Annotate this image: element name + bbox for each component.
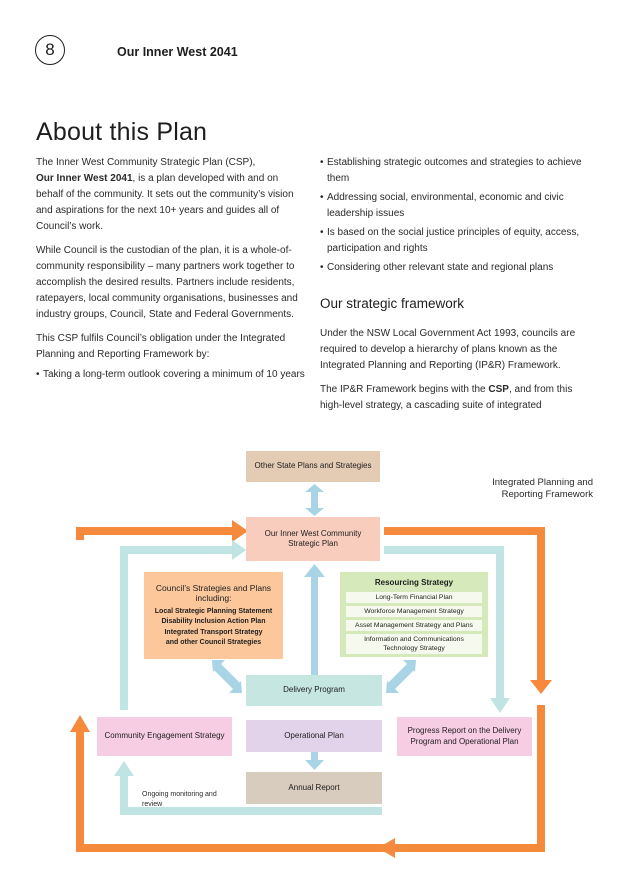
framework-paragraph: Under the NSW Local Government Act 1993,… [320,328,576,371]
resourcing-strategy-box: Resourcing Strategy Long-Term Financial … [340,572,488,657]
list-item: and other Council Strategies [165,639,262,646]
annual-report-box: Annual Report [246,772,382,804]
list-item: Disability Inclusion Action Plan [161,618,266,625]
list-item: Long-Term Financial Plan [346,591,482,603]
resourcing-strategy-title: Resourcing Strategy [374,578,454,587]
council-strategies-title: Council’s Strategies and Plans including… [155,582,272,604]
framework-label: Integrated Planning and Reporting Framew… [492,477,593,500]
ipr-paragraph: The IP&R Framework begins with the CSP, … [320,382,592,414]
right-column: Establishing strategic outcomes and stra… [320,155,592,422]
delivery-program-box: Delivery Program [246,675,382,706]
progress-report-box: Progress Report on the Delivery Program … [397,717,532,756]
operational-plan-box: Operational Plan [246,720,382,752]
intro-text-a: The Inner West Community Strategic Plan … [36,157,256,168]
list-item: Asset Management Strategy and Plans [346,619,482,631]
list-item: Taking a long-term outlook covering a mi… [36,367,308,383]
list-item: Local Strategic Planning Statement [154,607,273,615]
list-item: Is based on the social justice principle… [320,225,592,257]
list-item: Information and Communications Technolog… [346,633,482,654]
page-title: About this Plan [36,118,208,146]
header-title: Our Inner West 2041 [117,45,238,59]
intro-text-b: , is a plan developed with and on behalf… [36,173,294,232]
list-item: Considering other relevant state and reg… [320,260,592,276]
section-heading: Our strategic framework [320,296,465,311]
list-item: Integrated Transport Strategy [164,628,263,636]
custodian-paragraph: While Council is the custodian of the pl… [36,245,298,320]
obligation-paragraph: This CSP fulfils Council’s obligation un… [36,333,286,360]
list-item: Addressing social, environmental, econom… [320,190,592,222]
ongoing-monitoring-label: Ongoing monitoring and review [142,791,217,808]
ipr-text-a: The IP&R Framework begins with the [320,384,489,395]
ipr-text-b: , and from this high-level strategy, a c… [320,384,573,411]
list-item: Establishing strategic outcomes and stra… [320,155,592,187]
council-strategies-box: Council’s Strategies and Plans including… [144,572,283,659]
plan-name: Our Inner West 2041 [36,173,133,184]
intro-paragraph: The Inner West Community Strategic Plan … [36,155,308,235]
page-number: 8 [35,35,65,65]
list-item: Workforce Management Strategy [346,605,482,617]
csp-abbrev: CSP [488,384,509,395]
community-strategic-plan-box: Our Inner West Community Strategic Plan [246,517,380,561]
left-column: The Inner West Community Strategic Plan … [36,155,308,386]
other-state-plans-box: Other State Plans and Strategies [246,451,380,482]
community-engagement-box: Community Engagement Strategy [97,717,232,756]
